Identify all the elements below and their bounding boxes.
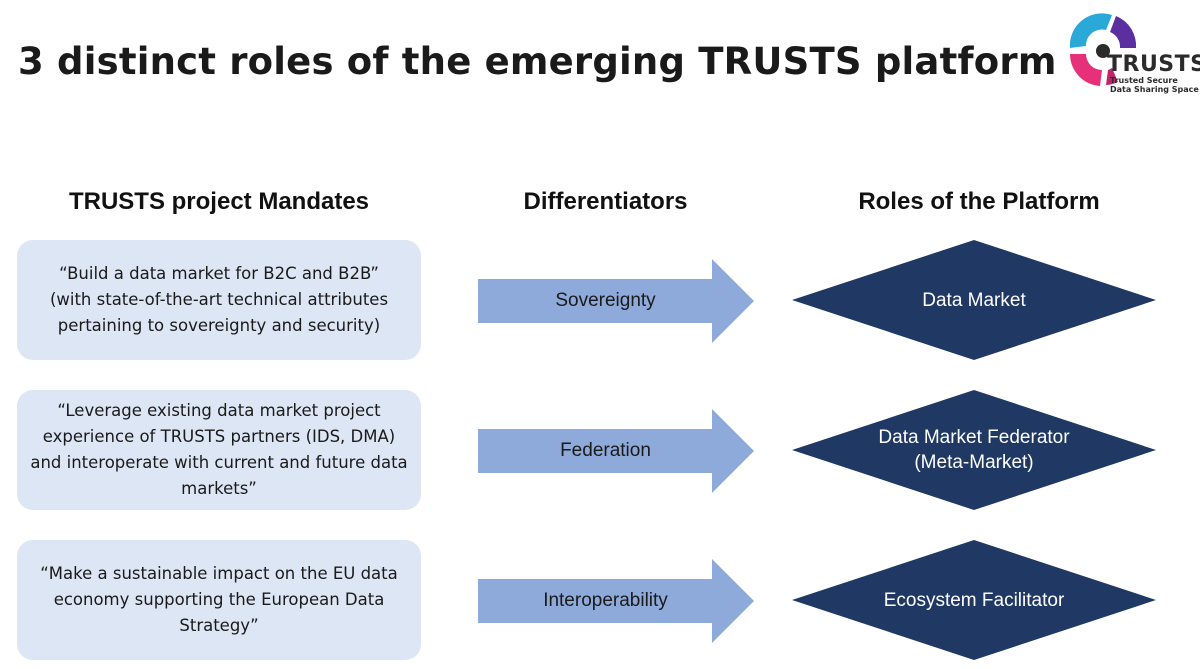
mandate-box: “Make a sustainable impact on the EU dat… [17,540,421,660]
mandate-box: “Build a data market for B2C and B2B” (w… [17,240,421,360]
role-label: Ecosystem Facilitator [883,589,1065,611]
differentiator-arrow: Federation [478,409,754,493]
right-arrow-icon [478,259,754,343]
logo-tagline: Trusted Secure Data Sharing Space [1110,76,1199,94]
column-header-differentiators: Differentiators [523,188,688,215]
mandate-box: “Leverage existing data market project e… [17,390,421,510]
column-header-roles: Roles of the Platform [858,188,1100,215]
trusts-ring-logo-icon [1069,13,1137,86]
mandate-text: “Make a sustainable impact on the EU dat… [40,564,398,635]
diamond-shape [792,540,1156,660]
right-arrow-icon [478,559,754,643]
diamond-shape [792,390,1156,510]
trusts-logo: TRUSTS Trusted Secure Data Sharing Space [1060,8,1200,100]
role-diamond: Data Market Federator (Meta-Market) [792,390,1156,510]
differentiator-arrow: Interoperability [478,559,754,643]
mandate-text: “Leverage existing data market project e… [30,401,408,498]
role-label: Data Market Federator (Meta-Market) [878,427,1070,473]
column-header-mandates: TRUSTS project Mandates [68,188,370,215]
right-arrow-icon [478,409,754,493]
mandate-text: “Build a data market for B2C and B2B” (w… [49,264,389,335]
role-label: Data Market [922,289,1026,311]
role-diamond: Data Market [792,240,1156,360]
role-diamond: Ecosystem Facilitator [792,540,1156,660]
diamond-shape [792,240,1156,360]
differentiator-label: Federation [560,440,651,461]
page-title: 3 distinct roles of the emerging TRUSTS … [18,40,1057,83]
differentiator-label: Sovereignty [555,290,656,311]
differentiator-arrow: Sovereignty [478,259,754,343]
differentiator-label: Interoperability [543,590,668,611]
logo-wordmark: TRUSTS [1107,52,1200,77]
